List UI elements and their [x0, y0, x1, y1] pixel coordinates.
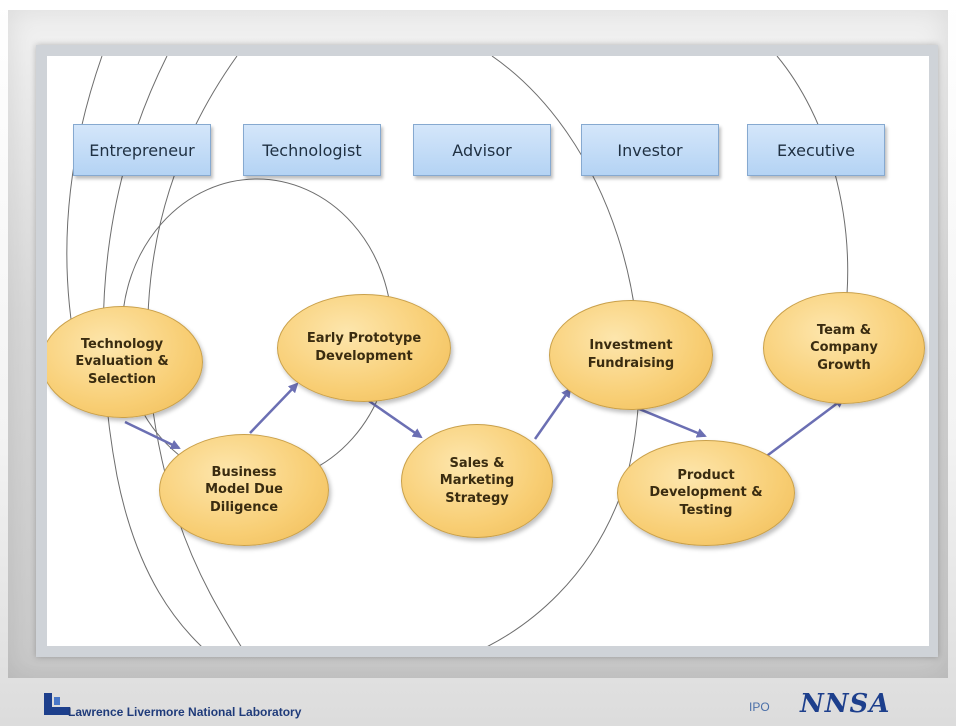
role-box-advisor: Advisor — [413, 124, 551, 176]
nnsa-logo: NNSA — [800, 689, 891, 719]
stage-technology-evaluation: Technology Evaluation & Selection — [47, 306, 203, 418]
stage-product-development: Product Development & Testing — [617, 440, 795, 546]
stage-early-prototype: Early Prototype Development — [277, 294, 451, 402]
organization-name: Lawrence Livermore National Laboratory — [68, 705, 302, 719]
footer: Lawrence Livermore National Laboratory I… — [0, 683, 956, 726]
role-box-technologist: Technologist — [243, 124, 381, 176]
role-box-executive: Executive — [747, 124, 885, 176]
diagram-canvas: Entrepreneur Technologist Advisor Invest… — [47, 56, 929, 646]
arrow-sales-to-investment — [533, 387, 572, 440]
footer-tag: IPO — [749, 700, 770, 714]
role-box-investor: Investor — [581, 124, 719, 176]
stage-team-growth: Team & Company Growth — [763, 292, 925, 404]
arrow-prototype-to-sales — [368, 399, 423, 439]
flow-arrows — [124, 382, 845, 460]
overlap-arc-4 — [776, 56, 849, 317]
stage-investment-fundraising: Investment Fundraising — [549, 300, 713, 410]
llnl-logo-icon — [44, 693, 70, 715]
arrow-eval-to-business — [124, 420, 181, 450]
stage-sales-marketing: Sales & Marketing Strategy — [401, 424, 553, 538]
overlap-arc-3 — [487, 56, 640, 646]
arrow-business-to-prototype — [249, 382, 299, 434]
arrow-investment-to-product — [631, 404, 707, 438]
stage-business-model: Business Model Due Diligence — [159, 434, 329, 546]
arrow-product-to-team — [763, 397, 845, 460]
role-box-entrepreneur: Entrepreneur — [73, 124, 211, 176]
